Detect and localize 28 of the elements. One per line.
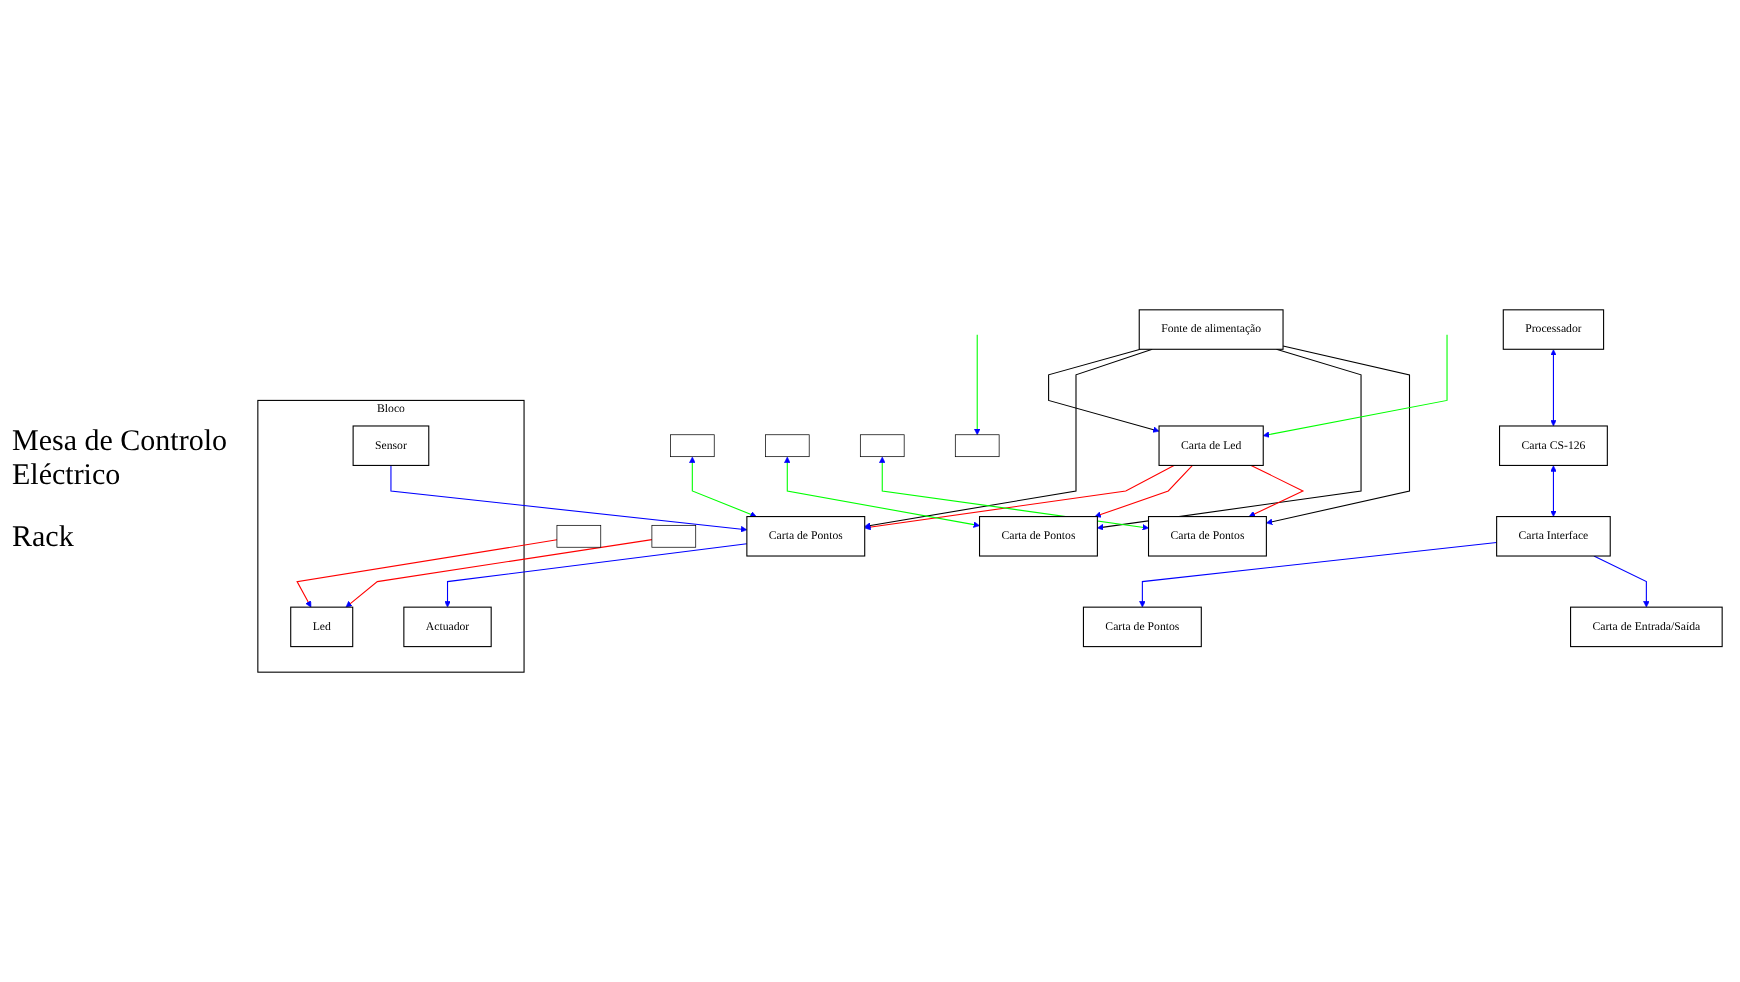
node-bar [556, 524, 602, 548]
arrow [296, 539, 558, 608]
arrow [864, 464, 1175, 531]
arrow [1266, 345, 1411, 525]
group-label: Rack [12, 522, 76, 556]
node-bar [670, 434, 715, 458]
arrow [390, 464, 748, 533]
arrow [784, 456, 980, 528]
arrow [1097, 348, 1362, 531]
arrow [444, 543, 748, 608]
arrow [864, 348, 1153, 529]
arrow [879, 456, 1149, 531]
arrow [1550, 465, 1557, 517]
arrow [1048, 348, 1160, 433]
node-bar [651, 524, 697, 548]
arrow [345, 539, 653, 608]
arrow [689, 456, 757, 518]
arrow [1139, 542, 1498, 608]
arrow [1593, 555, 1650, 608]
arrow [1094, 464, 1193, 518]
group-label: Mesa de Controlo Eléctrico [12, 426, 229, 494]
arrow [974, 334, 981, 436]
node-bar [954, 434, 1000, 458]
node-bar [765, 434, 810, 458]
node-bar [859, 434, 905, 458]
arrow [1262, 334, 1448, 438]
arrow [1248, 464, 1305, 517]
arrow [1550, 349, 1557, 427]
